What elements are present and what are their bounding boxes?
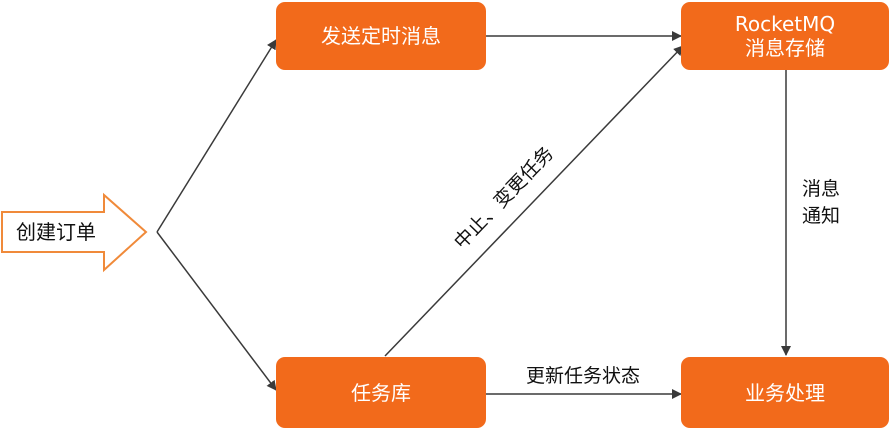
- edge-fork-to-send-timer: [156, 39, 277, 233]
- edge-label-notify: 消息 通知: [796, 176, 846, 230]
- start-arrow-shape: [1, 192, 148, 273]
- edge-fork-to-task-db: [156, 231, 277, 391]
- node-business-label: 业务处理: [745, 380, 825, 405]
- edge-task-db-to-rocketmq: [384, 45, 684, 357]
- node-send-timer-label: 发送定时消息: [321, 24, 441, 48]
- node-rocketmq-storage: RocketMQ 消息存储: [681, 2, 889, 70]
- edge-label-notify-line1: 消息: [801, 178, 840, 200]
- node-business-process: 业务处理: [681, 357, 889, 428]
- node-task-db-label: 任务库: [351, 380, 411, 405]
- edge-label-update-task-status: 更新任务状态: [525, 365, 640, 387]
- node-rocketmq-label-line2: 消息存储: [745, 36, 825, 60]
- start-label: 创建订单: [16, 220, 96, 244]
- node-rocketmq-label-line1: RocketMQ: [734, 12, 836, 36]
- edge-label-notify-line2: 通知: [801, 205, 840, 227]
- node-task-db: 任务库: [276, 357, 486, 428]
- node-send-timer-message: 发送定时消息: [276, 2, 486, 70]
